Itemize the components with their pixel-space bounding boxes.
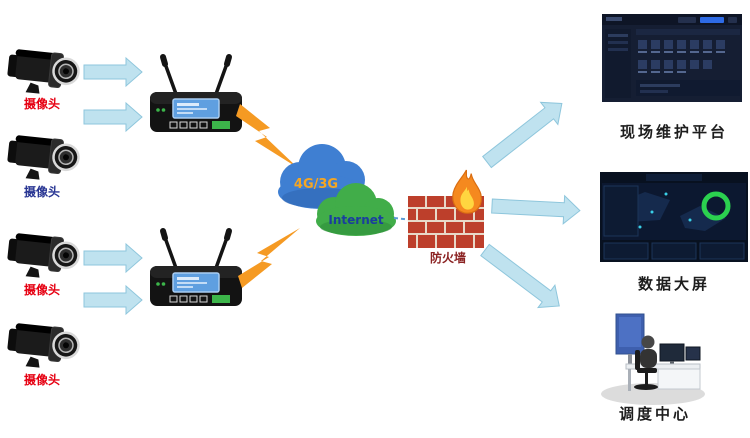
endpoint-label-screen: 数据大屏 [637,275,710,293]
camera-label-1: 摄像头 [23,97,60,111]
router-4g-2 [150,231,242,306]
cloud-network-label: 4G/3G [294,177,338,192]
flow-arrow-camera4-router2 [83,284,143,316]
lightning-bolt-router1 [236,104,298,168]
firewall-label: 防火墙 [429,251,466,265]
flow-arrow-firewall-screen [491,194,581,225]
security-camera-4 [4,321,82,373]
security-camera-1 [4,47,82,99]
flow-arrow-firewall-dispatch [480,243,560,309]
cloud-internet-blob [316,183,396,236]
flow-arrow-camera2-router1 [83,101,143,133]
security-camera-3 [4,231,82,283]
endpoint-label-platform: 现场维护平台 [619,123,728,141]
endpoint-label-dispatch: 调度中心 [618,405,691,423]
network-cloud: 4G/3G Internet [278,144,396,236]
camera-label-4: 摄像头 [23,373,60,387]
lightning-bolt-router2 [238,228,300,288]
maintenance-platform-screenshot [602,14,742,102]
firewall [408,169,484,248]
router-4g-1 [150,57,242,132]
flame-icon [452,169,482,214]
cloud-internet-label: Internet [328,213,383,227]
camera-label-2: 摄像头 [23,185,60,199]
camera-label-3: 摄像头 [23,283,60,297]
flow-arrow-camera3-router2 [83,242,143,274]
flow-arrow-firewall-platform [481,101,563,169]
dispatch-center-illustration [601,313,705,405]
security-camera-2 [4,133,82,185]
flow-arrow-camera1-router1 [83,56,143,88]
data-screen-screenshot [600,172,748,262]
